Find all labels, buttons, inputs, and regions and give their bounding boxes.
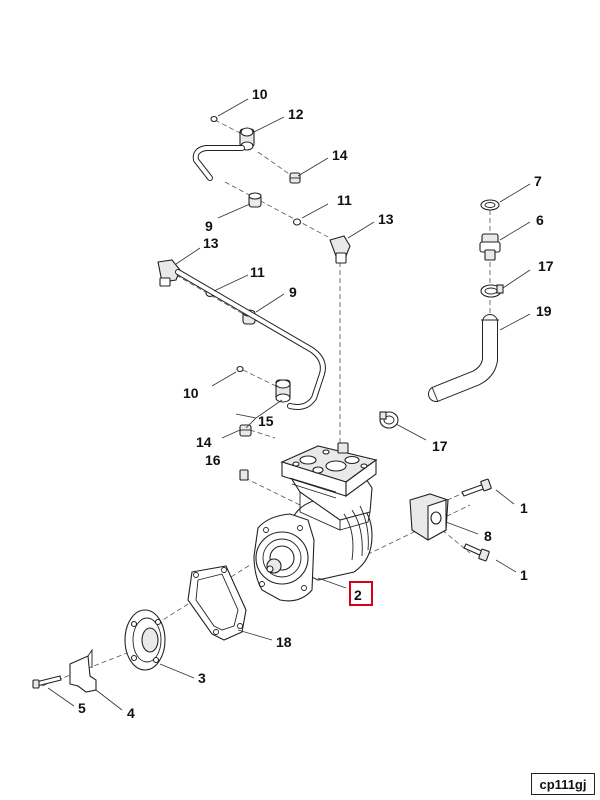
callout-3: 3 — [198, 670, 206, 686]
screw-5 — [32, 675, 62, 689]
nut-9-upper — [248, 192, 262, 208]
assembly-lines — [41, 119, 491, 687]
callout-17: 17 — [538, 258, 554, 274]
nut-14-top — [289, 172, 301, 184]
bolt-1-lower — [463, 543, 490, 562]
drive-ring-3 — [124, 609, 166, 671]
clamp-17-lower — [379, 411, 399, 429]
callout-18: 18 — [276, 634, 292, 650]
callout-17: 17 — [432, 438, 448, 454]
callout-4: 4 — [127, 705, 135, 721]
callout-12: 12 — [288, 106, 304, 122]
upper-pipe-assembly — [157, 115, 351, 437]
elbow-fitting-13-right — [329, 235, 351, 264]
selected-part-highlight — [349, 581, 373, 606]
callout-9: 9 — [289, 284, 297, 300]
callout-1: 1 — [520, 500, 528, 516]
o-ring-10-lower — [236, 365, 244, 373]
nut-14-lower — [239, 424, 252, 437]
air-compressor — [253, 442, 378, 602]
fitting-6 — [479, 233, 501, 261]
clamp-17-upper — [480, 284, 504, 298]
callout-6: 6 — [536, 212, 544, 228]
o-ring-11-upper — [292, 218, 302, 226]
washer-7 — [480, 199, 500, 211]
callout-11: 11 — [337, 192, 352, 208]
banjo-fitting-15 — [275, 379, 291, 403]
right-hose-assembly — [379, 199, 504, 429]
callout-19: 19 — [536, 303, 552, 319]
gasket-18 — [187, 565, 247, 641]
callout-11: 11 — [250, 264, 265, 280]
bracket-8 — [409, 493, 449, 541]
callout-9: 9 — [205, 218, 213, 234]
callout-1: 1 — [520, 567, 528, 583]
callout-10: 10 — [252, 86, 268, 102]
callout-7: 7 — [534, 173, 542, 189]
callout-5: 5 — [78, 700, 86, 716]
bolt-1-upper — [461, 478, 492, 497]
callout-14: 14 — [332, 147, 348, 163]
callout-labels: 10 12 14 11 9 13 13 11 9 7 6 17 19 10 15… — [78, 86, 554, 721]
callout-16: 16 — [205, 452, 221, 468]
clip-4 — [69, 648, 97, 693]
callout-13: 13 — [203, 235, 219, 251]
callout-8: 8 — [484, 528, 492, 544]
o-ring-10-top — [210, 115, 218, 123]
callout-15: 15 — [258, 413, 274, 429]
leader-lines — [47, 98, 531, 711]
callout-13: 13 — [378, 211, 394, 227]
diagram-code-label: cp111gj — [531, 773, 595, 795]
callout-10: 10 — [183, 385, 199, 401]
callout-14: 14 — [196, 434, 212, 450]
bolt-16 — [239, 469, 249, 481]
callout-2: 2 — [354, 587, 362, 603]
